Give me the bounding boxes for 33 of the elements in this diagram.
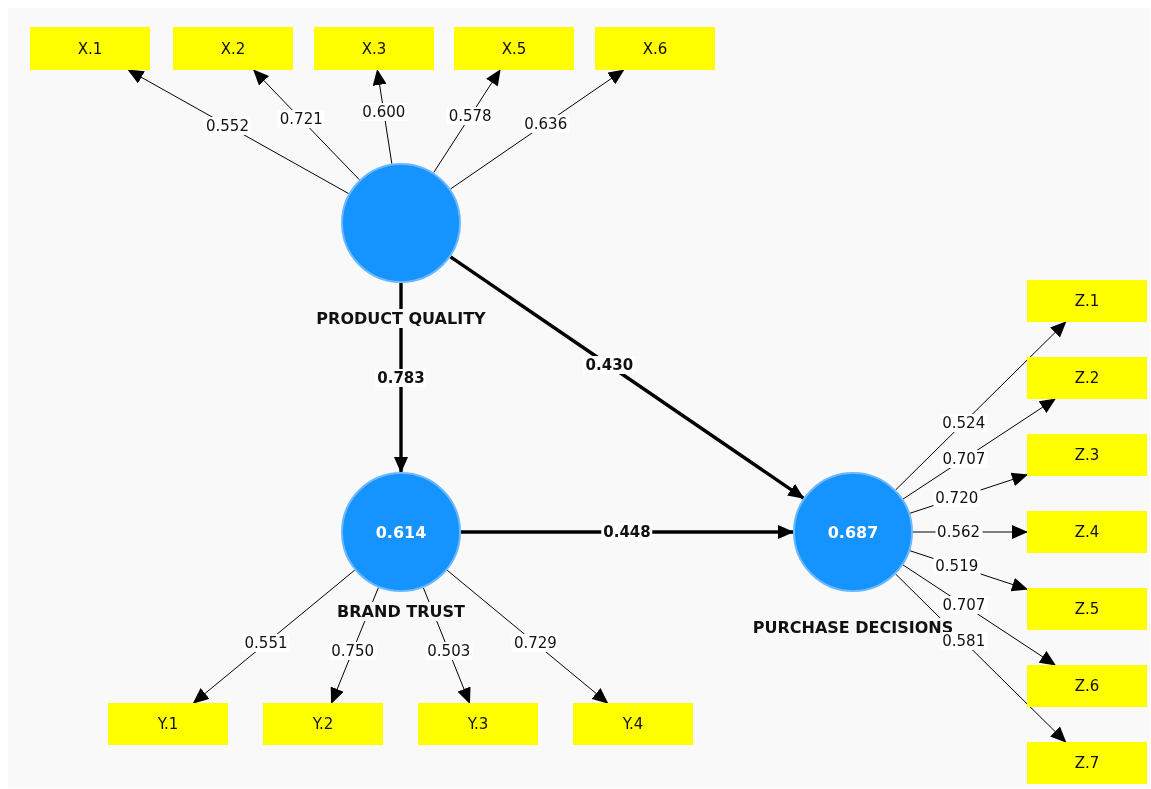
edge-label: 0.551 bbox=[242, 634, 290, 653]
indicator-box: Y.4 bbox=[573, 703, 693, 745]
indicator-box: Z.7 bbox=[1027, 742, 1147, 784]
indicator-box: Z.3 bbox=[1027, 434, 1147, 476]
indicator-box: X.1 bbox=[30, 27, 150, 70]
edge-label: 0.721 bbox=[277, 110, 325, 129]
r-squared-value: 0.687 bbox=[827, 522, 879, 542]
arrow bbox=[449, 255, 805, 500]
edge-label: 0.448 bbox=[601, 523, 653, 541]
indicator-box: Z.2 bbox=[1027, 357, 1147, 399]
arrow bbox=[895, 321, 1067, 491]
edge-label: 0.707 bbox=[940, 450, 988, 468]
indicator-box: X.3 bbox=[314, 27, 434, 70]
edge-label: 0.578 bbox=[446, 107, 494, 126]
edge-label: 0.562 bbox=[935, 523, 983, 541]
indicator-box: X.6 bbox=[595, 27, 715, 70]
edge-label: 0.581 bbox=[940, 632, 988, 651]
indicator-box: Z.5 bbox=[1027, 588, 1147, 630]
indicator-box: X.5 bbox=[454, 27, 574, 70]
indicator-box: X.2 bbox=[173, 27, 293, 70]
edge-label: 0.503 bbox=[425, 642, 473, 661]
indicator-box: Y.3 bbox=[418, 703, 538, 745]
edge-label: 0.600 bbox=[360, 103, 408, 122]
indicator-box: Z.4 bbox=[1027, 511, 1147, 553]
indicator-box: Z.1 bbox=[1027, 280, 1147, 322]
edge-label: 0.430 bbox=[583, 356, 636, 375]
edge-label: 0.729 bbox=[511, 634, 559, 653]
edge-label: 0.519 bbox=[933, 557, 981, 576]
edge-label: 0.750 bbox=[329, 642, 377, 661]
indicator-box: Y.2 bbox=[263, 703, 383, 745]
indicator-box: Z.6 bbox=[1027, 665, 1147, 707]
indicator-box: Y.1 bbox=[108, 703, 228, 745]
r-squared-value: 0.614 bbox=[375, 522, 427, 542]
